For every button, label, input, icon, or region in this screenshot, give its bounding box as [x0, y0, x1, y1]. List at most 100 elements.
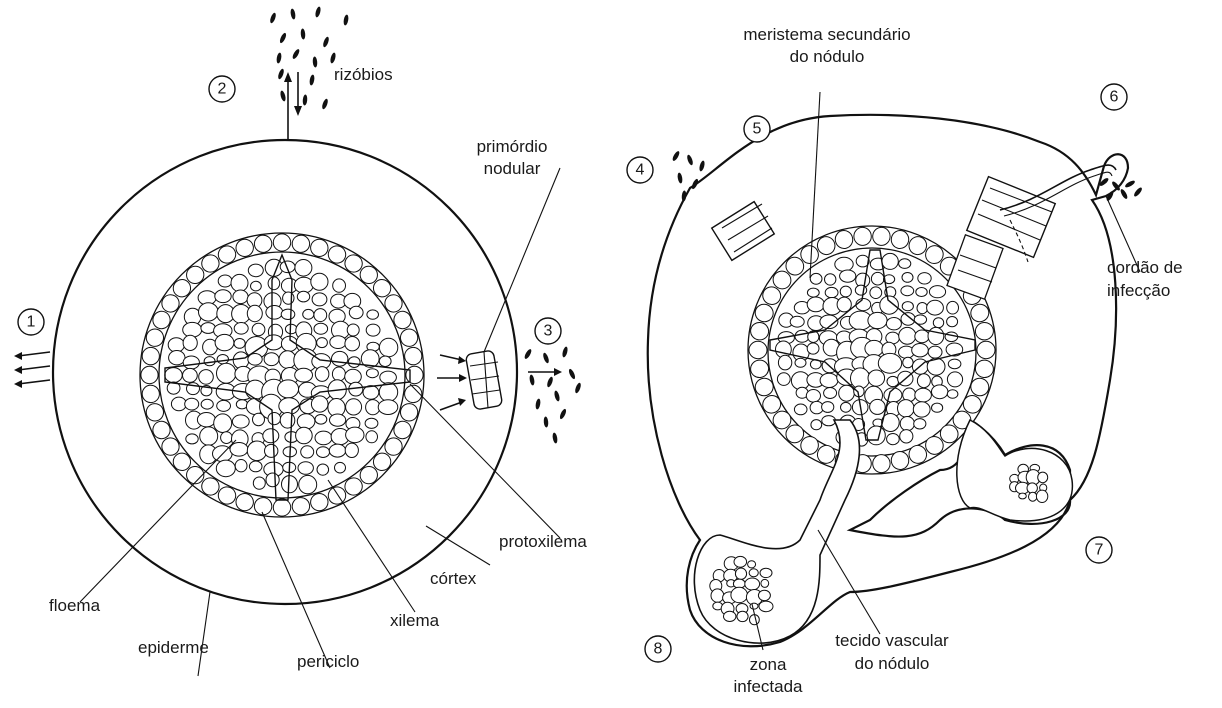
stele-cell	[870, 287, 882, 299]
stele-cell	[947, 301, 959, 314]
stele-cell	[856, 299, 871, 311]
stele-cell	[280, 413, 295, 429]
stele-cell	[1038, 472, 1048, 483]
stele-cell	[266, 473, 279, 487]
stele-cell	[867, 426, 885, 445]
stele-cell	[265, 444, 278, 457]
stele-cell	[221, 432, 233, 444]
stele-cell	[234, 339, 245, 349]
left-root-section	[14, 6, 582, 676]
stele-cell	[264, 353, 279, 366]
stele-cell	[933, 318, 943, 328]
stele-cell	[268, 413, 281, 425]
stele-cell	[201, 399, 213, 409]
stele-cell	[880, 296, 899, 314]
stele-cell	[303, 309, 314, 319]
stele-cell	[870, 399, 886, 414]
stele-cell	[285, 324, 297, 334]
stele-cell	[378, 400, 398, 415]
ring-cell	[273, 499, 290, 516]
svg-text:7: 7	[1095, 542, 1104, 559]
stele-cell	[902, 302, 913, 311]
stele-cell	[761, 579, 769, 587]
stele-cell	[367, 310, 379, 319]
stele-cell	[790, 316, 804, 327]
stele-cell	[778, 355, 791, 370]
svg-text:1: 1	[27, 314, 36, 331]
stele-cell	[711, 589, 724, 602]
stele-cell	[201, 323, 215, 334]
stele-cell	[231, 274, 248, 291]
stele-cell	[748, 561, 756, 568]
stele-cell	[1036, 490, 1047, 502]
stele-cell	[825, 287, 838, 297]
rizobio-cell	[1133, 186, 1143, 197]
stele-cell	[230, 443, 248, 457]
stele-cell	[317, 464, 329, 475]
rizobio-cell	[574, 382, 582, 394]
step-7-marker: 7	[1086, 537, 1112, 563]
stele-cell	[315, 367, 329, 382]
stele-cell	[366, 431, 378, 443]
nod-factor-arrow	[528, 368, 562, 376]
rizobio-cell	[543, 416, 548, 427]
stele-cell	[247, 441, 266, 461]
label-epiderme: epiderme	[138, 638, 209, 657]
rizobios-cluster-attach	[671, 150, 705, 202]
stele-cell	[297, 414, 315, 429]
rizobio-cell	[559, 408, 568, 420]
stele-cell	[795, 330, 809, 342]
stele-cell	[927, 300, 944, 315]
ring-cell	[977, 341, 995, 358]
stele-cell	[311, 273, 328, 290]
stele-cell	[317, 447, 330, 458]
stele-cell	[183, 335, 197, 350]
stele-cell	[734, 556, 747, 567]
step-5-marker: 5	[744, 116, 770, 142]
rizobio-cell	[542, 352, 550, 364]
stele-cell	[865, 340, 883, 356]
label-tecido-line1: tecido vascular	[835, 631, 949, 650]
stele-cell	[330, 336, 346, 349]
stele-cell	[379, 356, 391, 367]
primordio-nodular-cells	[465, 350, 502, 410]
rizobio-cell	[279, 90, 286, 102]
label-primordio-line1: primórdio	[477, 137, 548, 156]
svg-text:2: 2	[218, 81, 227, 98]
stele-cell	[214, 414, 232, 433]
stele-cell	[947, 317, 958, 327]
stele-cell	[917, 303, 928, 314]
rizobios-cluster-thread	[1098, 177, 1143, 202]
stele-cell	[366, 369, 378, 378]
stele-cell	[737, 611, 748, 621]
stele-cell	[855, 285, 866, 295]
stele-cell	[235, 460, 247, 472]
ring-cell	[406, 366, 423, 383]
label-primordio-line2: nodular	[484, 159, 541, 178]
label-zona-line1: zona	[750, 655, 787, 674]
rizobio-cell	[671, 150, 680, 162]
stele-cell	[899, 327, 916, 344]
stele-cell	[199, 370, 214, 385]
stele-cell	[278, 380, 299, 398]
ring-cell	[749, 341, 767, 358]
rizobio-cell	[1119, 188, 1128, 200]
rizobio-cell	[343, 14, 349, 26]
stele-cell	[886, 318, 901, 330]
stele-cell	[851, 368, 870, 389]
label-meristema-line2: do nódulo	[790, 47, 865, 66]
rizobios-cluster-top	[269, 6, 349, 110]
stele-cell	[901, 313, 915, 326]
label-protoxilema: protoxilema	[499, 532, 587, 551]
stele-cell	[333, 279, 346, 292]
stele-cell	[216, 460, 235, 477]
stele-cell	[918, 273, 931, 284]
stele-cell	[315, 431, 332, 445]
stele-cell	[731, 587, 748, 602]
stele-cell	[915, 388, 932, 402]
stele-cell	[825, 274, 836, 285]
step-6-marker: 6	[1101, 84, 1127, 110]
stele-cell	[301, 446, 314, 458]
stele-cell	[806, 390, 820, 403]
rizobio-cell	[290, 8, 296, 20]
